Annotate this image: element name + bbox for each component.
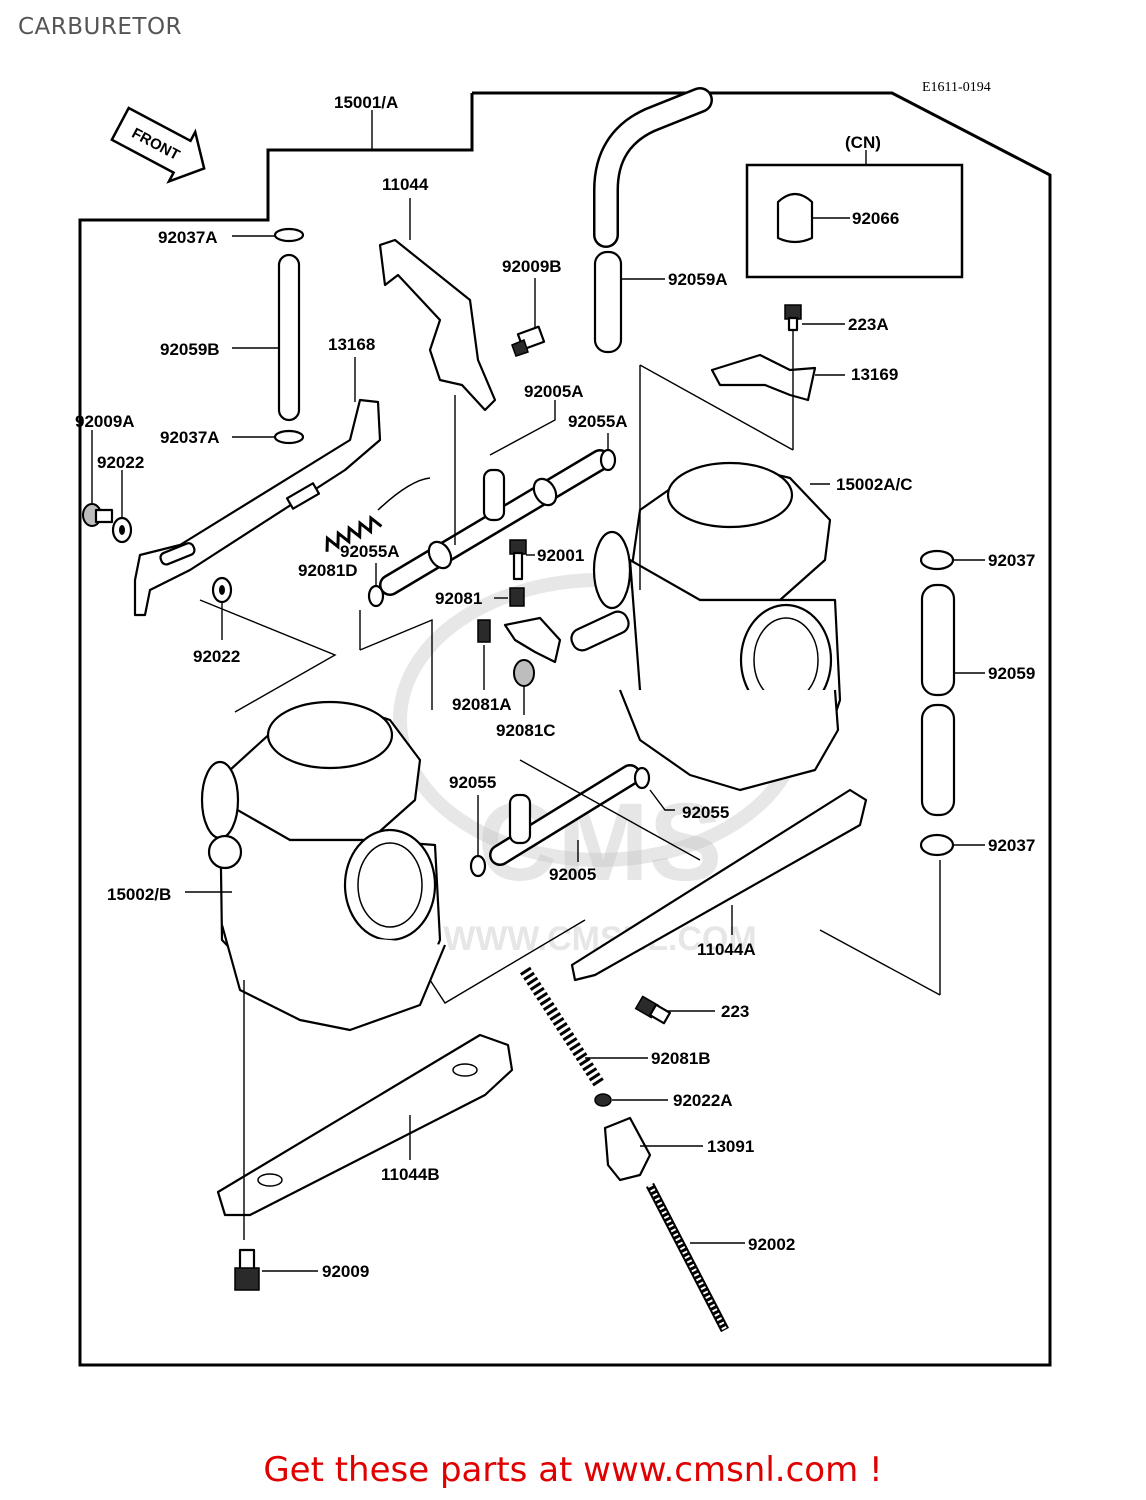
label-92055-left: 92055	[449, 773, 496, 792]
label-92059b: 92059B	[160, 340, 220, 359]
label-92081c: 92081C	[496, 721, 556, 740]
spring-92081d	[325, 477, 431, 552]
label-cn: (CN)	[845, 133, 881, 152]
screw-223	[634, 995, 672, 1025]
part-labels: 15001/A 11044 92037A 92009B 92059A 92066…	[75, 93, 1035, 1281]
label-223a: 223A	[848, 315, 889, 334]
label-92009b: 92009B	[502, 257, 562, 276]
label-92037a-top: 92037A	[158, 228, 218, 247]
screw-92009	[234, 1248, 260, 1291]
o-ring-92055-left	[469, 854, 487, 878]
clip-92037-top	[919, 549, 955, 571]
label-92066: 92066	[852, 209, 899, 228]
carburetor-left-15002b	[200, 700, 447, 1032]
o-ring-92055-right	[633, 766, 651, 790]
hose-92059a	[593, 87, 713, 354]
label-92055a-mid: 92055A	[340, 542, 400, 561]
label-15002ac: 15002A/C	[836, 475, 913, 494]
tube-92059b	[273, 227, 305, 445]
reference-code: E1611-0194	[922, 80, 991, 95]
cap-92066	[776, 192, 814, 244]
label-92037-top: 92037	[988, 551, 1035, 570]
assembly-guides	[199, 364, 941, 1004]
bracket-11044b	[216, 1033, 514, 1217]
label-92005a: 92005A	[524, 382, 584, 401]
diagram-frame	[78, 91, 1052, 1367]
label-92081d: 92081D	[298, 561, 358, 580]
screw-223a	[784, 304, 802, 332]
spring-92081	[509, 587, 525, 607]
washer-92022a	[594, 1093, 612, 1107]
tube-92059	[920, 583, 956, 817]
pipe-92005	[489, 764, 641, 866]
o-ring-92055a-mid	[367, 584, 385, 608]
label-13168: 13168	[328, 335, 375, 354]
page-title: CARBURETOR	[18, 14, 183, 40]
label-92059: 92059	[988, 664, 1035, 683]
label-11044b: 11044B	[381, 1165, 440, 1184]
label-92009a: 92009A	[75, 412, 135, 431]
label-11044a: 11044A	[697, 940, 756, 959]
label-92022-mid: 92022	[193, 647, 240, 666]
bracket-11044a	[570, 788, 868, 982]
bracket-11044	[378, 238, 497, 412]
label-92081: 92081	[435, 589, 482, 608]
washer-92022-mid	[211, 576, 233, 604]
label-92022a: 92022A	[673, 1091, 733, 1110]
idle-lever	[503, 610, 630, 664]
label-223: 223	[721, 1002, 749, 1021]
cn-box	[745, 163, 964, 279]
label-92055-right: 92055	[682, 803, 729, 822]
label-92081a: 92081A	[452, 695, 512, 714]
washer-92022-top	[111, 516, 133, 544]
label-92037a-bottom: 92037A	[160, 428, 220, 447]
spring-92081c	[513, 659, 535, 687]
label-13169: 13169	[851, 365, 898, 384]
label-15001a: 15001/A	[334, 93, 398, 112]
screw-13091	[603, 1116, 652, 1182]
label-92081b: 92081B	[651, 1049, 711, 1068]
label-15002b: 15002/B	[107, 885, 171, 904]
label-92009: 92009	[322, 1262, 369, 1281]
screw-92009b	[511, 325, 546, 357]
label-92022-top: 92022	[97, 453, 144, 472]
screw-92001	[509, 539, 527, 581]
screw-92009a	[82, 503, 114, 527]
label-92002: 92002	[748, 1235, 795, 1254]
parts-website-link[interactable]: Get these parts at www.cmsnl.com !	[263, 1450, 883, 1490]
label-13091: 13091	[707, 1137, 754, 1156]
label-92005: 92005	[549, 865, 596, 884]
spring-92081a	[477, 619, 491, 643]
screw-92002	[646, 1182, 729, 1333]
carburetor-right-15002ac	[592, 461, 842, 792]
clip-92037-bottom	[919, 833, 955, 857]
bracket-13169	[710, 353, 817, 402]
o-ring-92055a-top	[599, 448, 617, 472]
label-92037-bottom: 92037	[988, 836, 1035, 855]
exploded-parts-diagram: CMS WWW.CMSNL.COM E1611-0194 FRONT	[75, 80, 1052, 1367]
front-arrow: FRONT	[110, 106, 206, 184]
label-11044: 11044	[382, 175, 429, 194]
label-92059a: 92059A	[668, 270, 728, 289]
pipe-92005a	[379, 449, 611, 596]
spring-92081b	[519, 966, 606, 1089]
label-92055a-top: 92055A	[568, 412, 628, 431]
linkage-13168	[133, 398, 382, 617]
label-92001: 92001	[537, 546, 584, 565]
